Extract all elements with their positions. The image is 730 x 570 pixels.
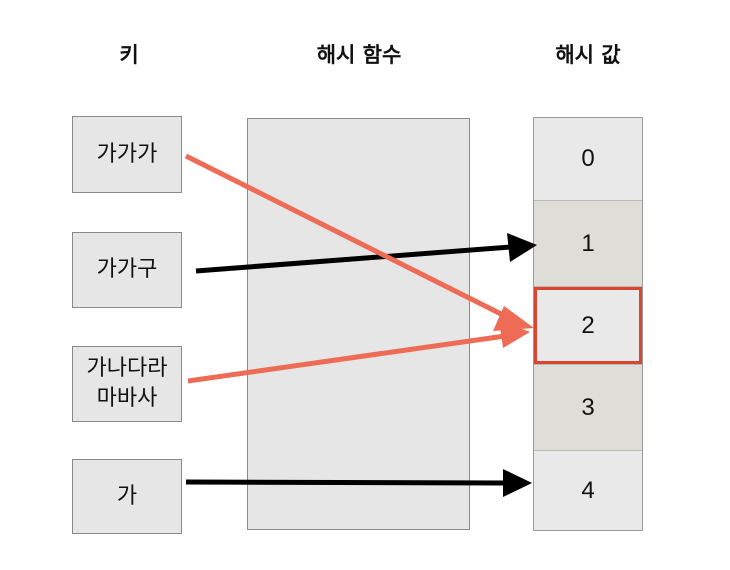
- collision-highlight-cell: 2: [534, 287, 642, 364]
- key-box-4: 가: [72, 459, 182, 534]
- key-box-3: 가나다라 마바사: [72, 346, 182, 422]
- arrow-key1-to-2: [184, 153, 534, 331]
- header-key: 키: [119, 43, 139, 67]
- key-box-1: 가가가: [72, 116, 182, 193]
- hash-value-cell-3: 3: [534, 364, 642, 450]
- hash-function-box: [247, 118, 470, 530]
- hash-value-cell-1: 1: [534, 200, 642, 286]
- arrow-key2-to-1: [195, 233, 537, 274]
- header-hash-function: 해시 함수: [316, 43, 402, 67]
- header-hash-value: 해시 값: [555, 43, 621, 67]
- hash-value-cell-0: 0: [534, 118, 642, 200]
- arrow-key3-to-2: [187, 320, 530, 384]
- hash-value-cell-4: 4: [534, 450, 642, 530]
- key-box-2: 가가구: [72, 232, 182, 308]
- arrow-key4-to-4: [185, 469, 532, 497]
